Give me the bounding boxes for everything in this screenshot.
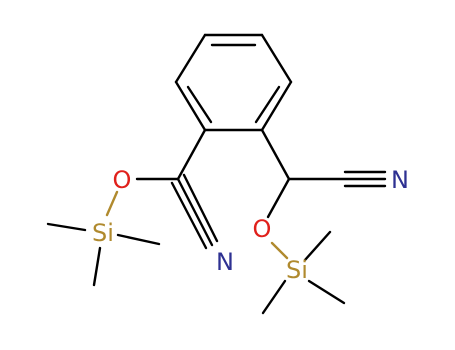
silicon-atom-left: Si bbox=[92, 219, 114, 247]
bond-si-to-methyl bbox=[46, 222, 87, 232]
ring-bond bbox=[260, 80, 293, 132]
bond-si-to-methyl bbox=[116, 233, 161, 246]
bond-o-to-si-right bbox=[270, 241, 289, 260]
ring-bond bbox=[174, 80, 207, 132]
nitrile-bond-left bbox=[176, 177, 214, 247]
left-substituent bbox=[46, 128, 219, 287]
bond-o-to-si-left bbox=[105, 190, 119, 217]
nitrile-bond-left bbox=[182, 173, 219, 243]
nitrogen-atom-left: N bbox=[216, 248, 234, 276]
oxygen-atom-left: O bbox=[113, 166, 132, 194]
oxygen-atom-right: O bbox=[253, 215, 272, 243]
bond-ring-to-ch-right bbox=[260, 128, 291, 181]
bond-si-to-methyl bbox=[303, 230, 332, 262]
silicon-atom-right: Si bbox=[286, 256, 308, 284]
nitrogen-atom-right: N bbox=[391, 166, 409, 194]
bond-ring-to-ch-left bbox=[176, 128, 207, 181]
benzene-ring bbox=[174, 33, 293, 132]
ring-double-bond bbox=[186, 85, 213, 124]
bond-si-to-methyl bbox=[261, 279, 287, 315]
bond-ch-to-o-right bbox=[266, 177, 291, 219]
ring-bond bbox=[260, 33, 293, 84]
ring-bond bbox=[174, 33, 207, 84]
bond-si-to-methyl bbox=[307, 279, 346, 305]
right-substituent bbox=[260, 128, 387, 315]
bond-si-to-methyl bbox=[92, 246, 102, 287]
nitrile-bond-left bbox=[170, 181, 208, 250]
ring-double-bond bbox=[254, 85, 281, 124]
